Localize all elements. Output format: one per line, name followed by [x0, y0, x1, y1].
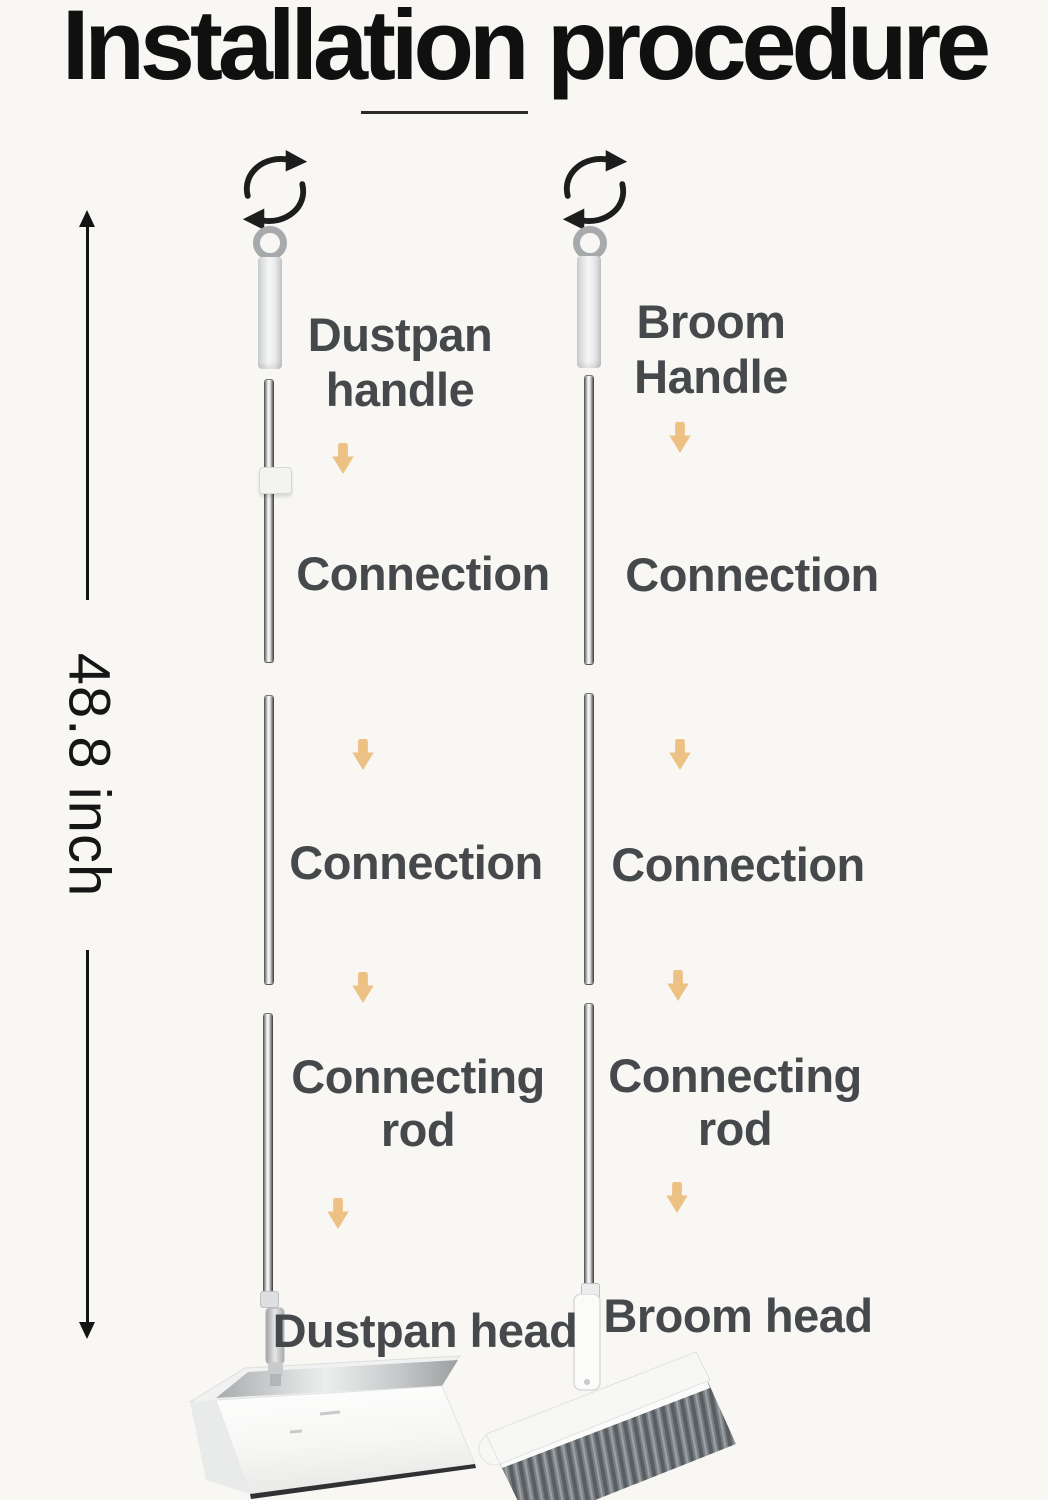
dustpan-head-label: Dustpan head: [272, 1304, 578, 1357]
down-arrow-icon: [332, 442, 354, 475]
rotate-arrows-icon: [242, 150, 308, 230]
broom-step1-label: Connection: [625, 548, 879, 601]
dustpan-step2-label: Connection: [289, 836, 543, 889]
dustpan-rod-end-cap: [260, 1291, 279, 1308]
down-arrow-icon: [667, 969, 689, 1002]
dustpan-rod-segment-1: [264, 380, 274, 662]
broom-head-label: Broom head: [603, 1289, 873, 1342]
measure-arrowhead-up: [79, 210, 95, 227]
down-arrow-icon: [666, 1181, 688, 1214]
hanging-ring: [573, 226, 607, 260]
down-arrow-icon: [327, 1197, 349, 1230]
title-underline: [361, 111, 528, 114]
rotate-arrows-icon: [562, 150, 628, 230]
dustpan-handle-label: Dustpan handle: [307, 308, 493, 416]
rod-clip: [259, 467, 292, 494]
broom-rod-segment-2: [584, 694, 594, 984]
broom-step3-label: Connecting rod: [608, 1049, 862, 1155]
broom-rod-segment-3: [584, 1004, 594, 1286]
dustpan-rod-segment-2: [264, 696, 274, 984]
broom-step2-label: Connection: [611, 838, 865, 891]
dustpan-handle-grip: [258, 257, 282, 369]
broom-rod-segment-1: [584, 376, 594, 664]
page-title: Installation procedure: [61, 0, 991, 100]
measurement-label: 48.8 inch: [56, 652, 122, 898]
hanging-ring: [253, 226, 287, 260]
dustpan-step3-label: Connecting rod: [291, 1050, 545, 1156]
broom-handle-label: Broom Handle: [634, 295, 788, 403]
dustpan-rod-segment-3: [263, 1014, 273, 1294]
down-arrow-icon: [352, 971, 374, 1004]
measure-arrowhead-down: [79, 1322, 95, 1339]
measure-line-bottom: [86, 950, 89, 1324]
down-arrow-icon: [669, 738, 691, 771]
down-arrow-icon: [352, 738, 374, 771]
measure-line-top: [86, 224, 89, 600]
broom-handle-grip: [577, 256, 601, 368]
broom-head-image: [478, 1294, 736, 1500]
dustpan-head-image: [188, 1307, 476, 1499]
down-arrow-icon: [669, 421, 691, 454]
dustpan-step1-label: Connection: [296, 547, 550, 600]
